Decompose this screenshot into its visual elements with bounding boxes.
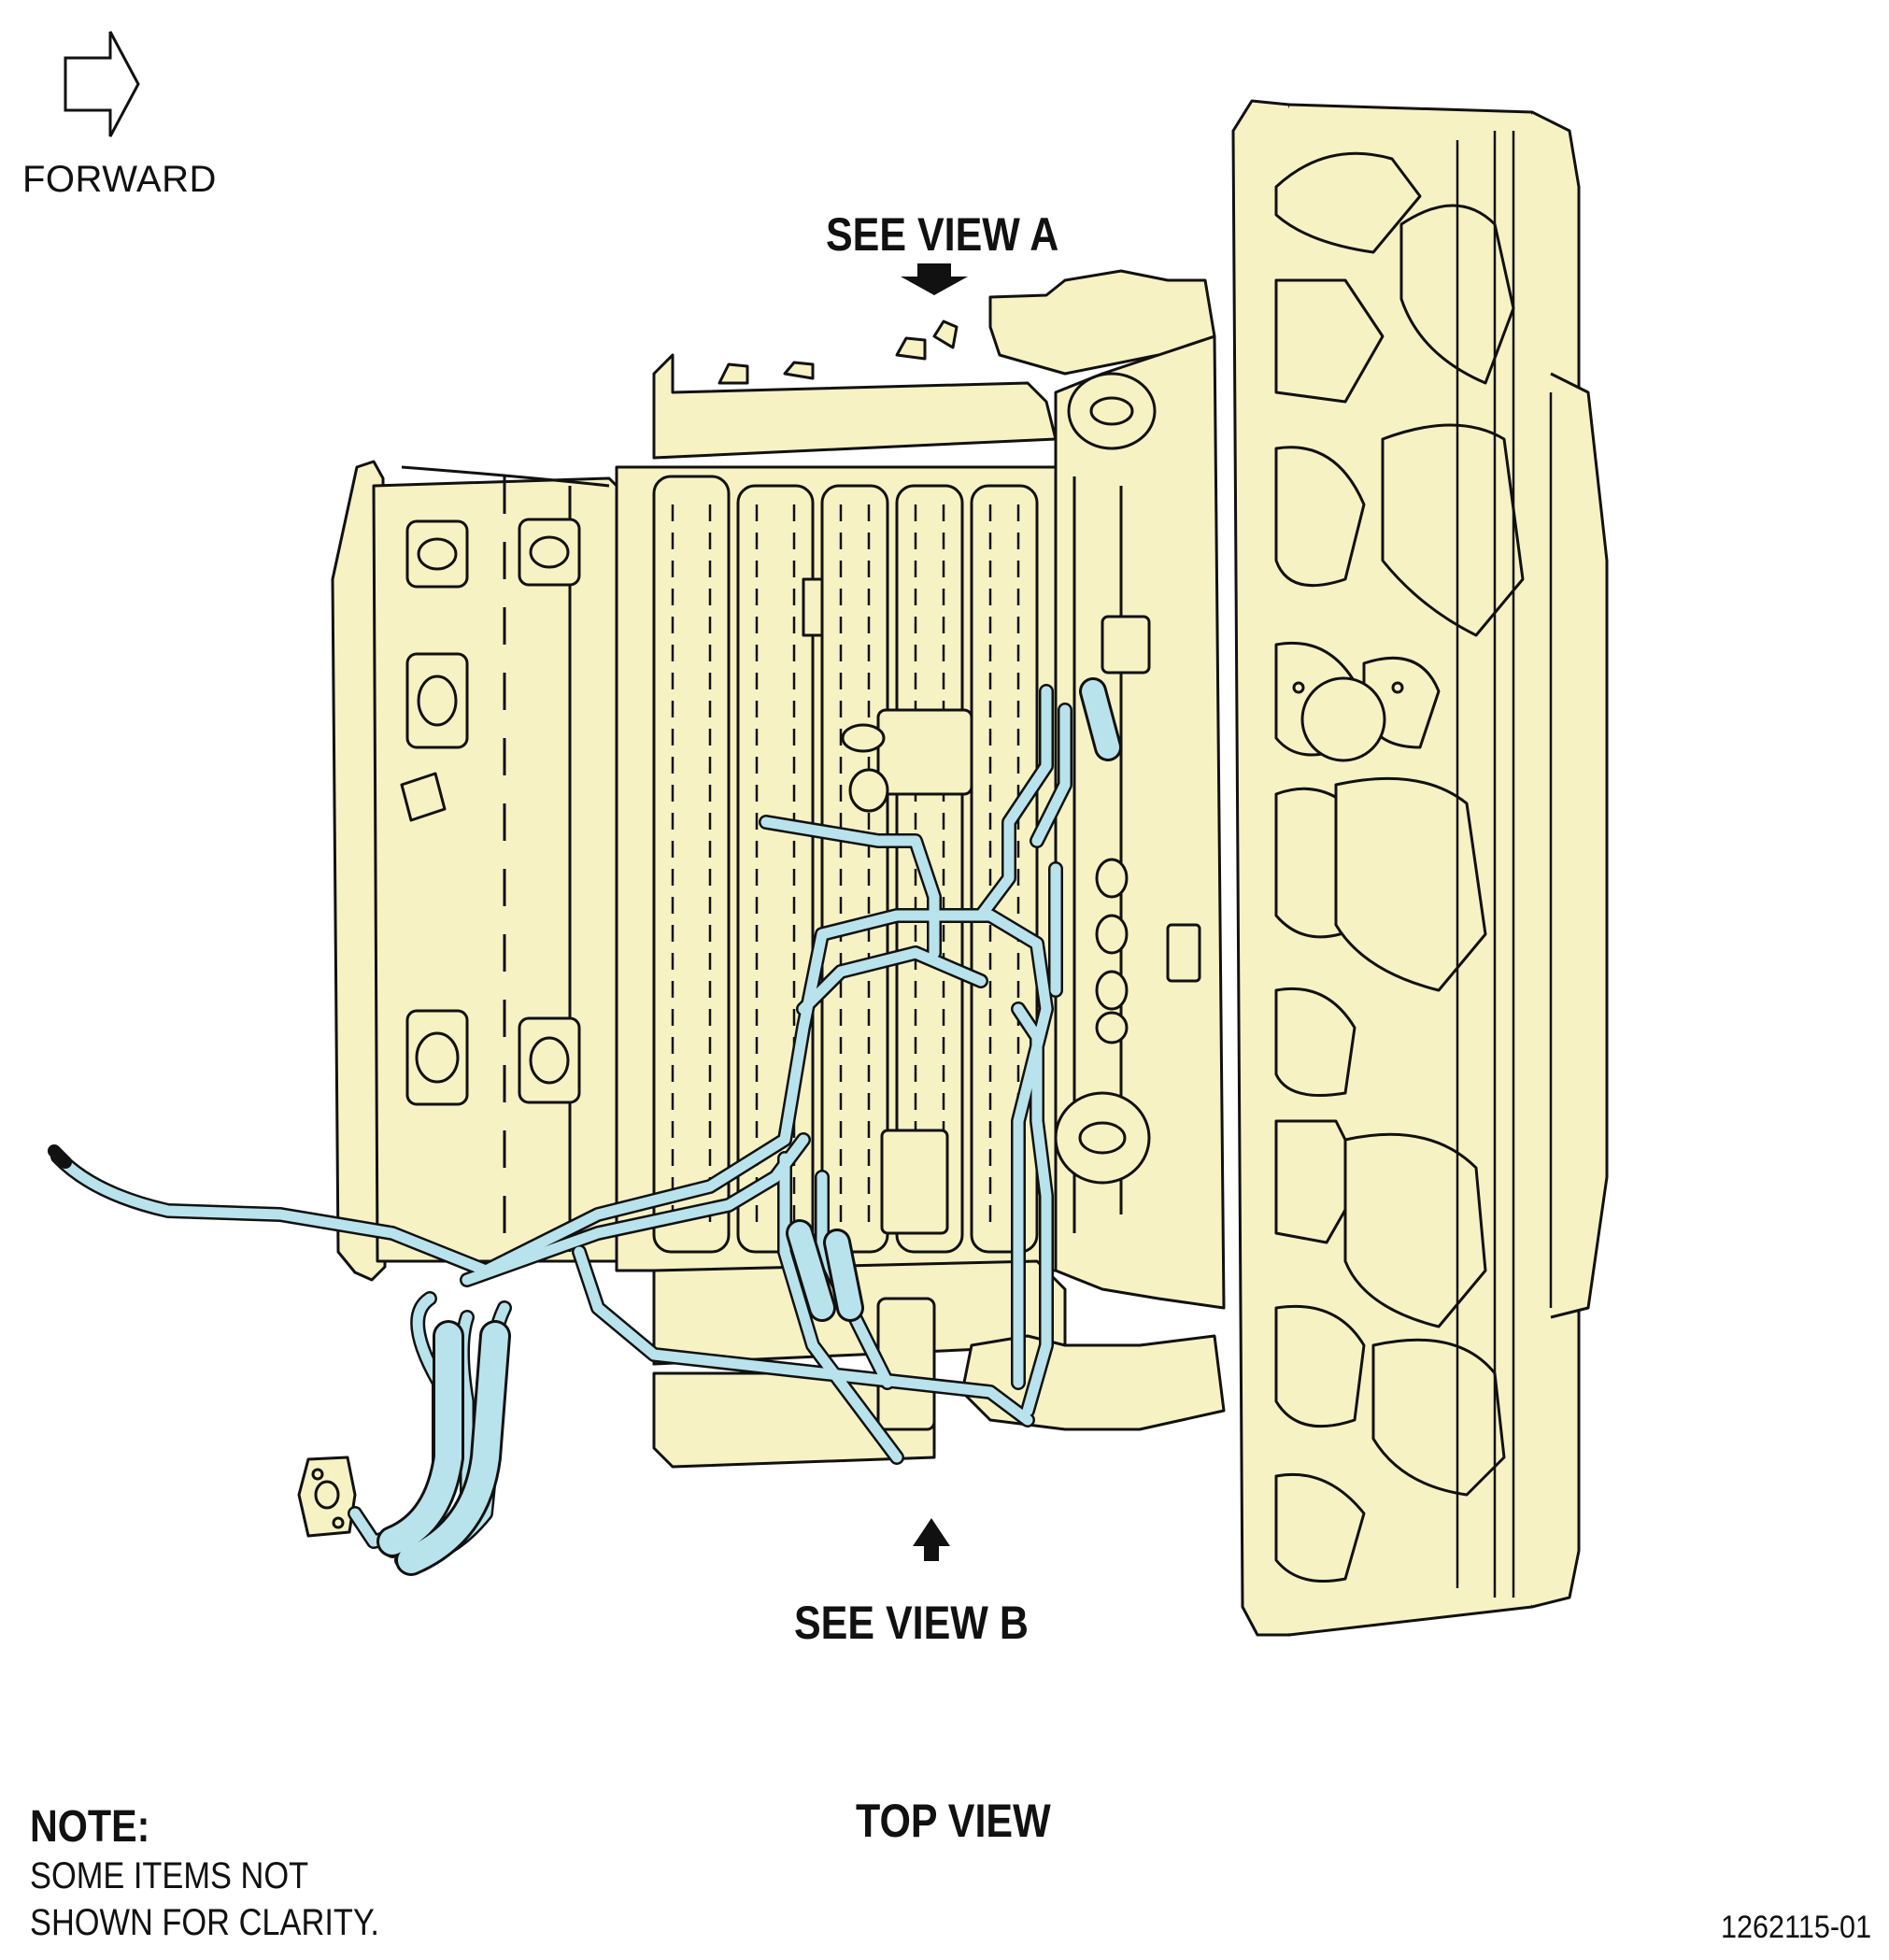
turbine-section (960, 269, 1226, 1431)
view-a-arrow-icon (901, 263, 968, 295)
note-title: NOTE: (30, 1802, 150, 1852)
see-view-b-label: SEE VIEW B (794, 1597, 1029, 1649)
view-b-arrow-icon (913, 1518, 950, 1561)
forward-label: FORWARD (22, 159, 217, 200)
forward-arrow-icon (64, 31, 140, 137)
top-view-title: TOP VIEW (856, 1795, 1051, 1847)
note-line-1: SOME ITEMS NOT (30, 1855, 309, 1896)
compressor-section (615, 320, 1076, 1469)
exhaust-frame (1231, 99, 1609, 1637)
tube-harness (48, 677, 1122, 1576)
note-line-2: SHOWN FOR CLARITY. (30, 1902, 379, 1943)
see-view-a-label: SEE VIEW A (826, 208, 1059, 261)
forward-case (331, 460, 639, 1282)
figure-id: 1262115-01 (1721, 1910, 1872, 1945)
engine-assembly (297, 99, 1609, 1637)
left-flange (297, 1456, 357, 1538)
